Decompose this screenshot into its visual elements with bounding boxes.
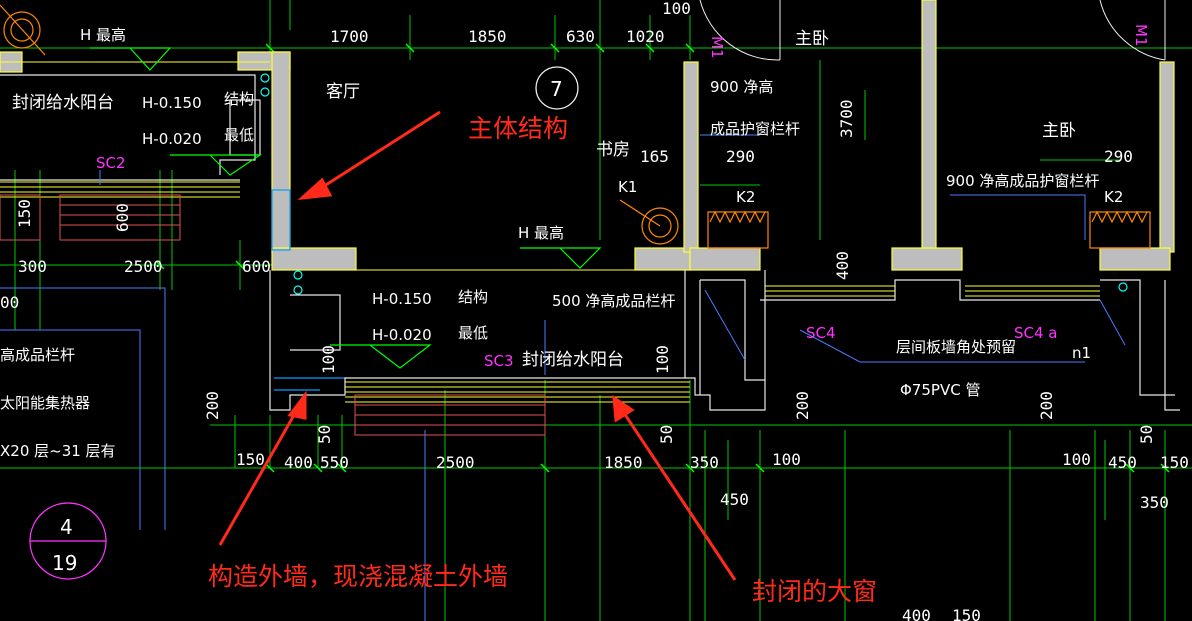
leader-lines: [0, 134, 1126, 621]
room-study: 书房: [596, 140, 630, 160]
annotation-construction-wall: 构造外墙，现浇混凝土外墙: [208, 562, 508, 591]
grid-bubbles: [29, 66, 579, 580]
dim-290-b: 290: [1104, 147, 1133, 166]
label-sc3: SC3: [484, 352, 514, 370]
label-rail-900-a: 900 净高: [710, 78, 773, 96]
k2-devices: [0, 4, 1151, 249]
walls: [0, 0, 1175, 271]
label-struct-b1: 结构: [458, 288, 488, 306]
label-rail-900-a2: 成品护窗栏杆: [710, 120, 800, 138]
label-struct-a1: 结构: [224, 90, 254, 108]
dim-mid-600: 600: [242, 257, 271, 276]
detail-bottom: 19: [52, 551, 77, 575]
label-sc2: SC2: [96, 154, 126, 172]
label-sc4: SC4: [806, 324, 836, 342]
grid-bubble-7: 7: [550, 77, 563, 101]
label-n1: n1: [1072, 344, 1091, 362]
label-h-0150-b: H-0.150: [372, 290, 432, 308]
label-h-0150-a: H-0.150: [142, 94, 202, 112]
label-balcony-center: 封闭给水阳台: [522, 350, 624, 370]
label-rail-500: 500 净高成品栏杆: [552, 292, 675, 310]
dim-bottom-350: 350: [690, 453, 719, 472]
red-arrows: [218, 110, 737, 581]
label-h-0020-a: H-0.020: [142, 130, 202, 148]
dim-bottom-550: 550: [320, 453, 349, 472]
label-pvc: Φ75PVC 管: [900, 381, 980, 399]
label-m1-a: M1: [708, 36, 726, 59]
label-sc4a: SC4 a: [1014, 324, 1058, 342]
dim-100-a: 100: [653, 345, 672, 374]
label-h-max-2: H 最高: [518, 224, 564, 242]
room-living: 客厅: [326, 82, 360, 102]
dim-200-b: 200: [793, 391, 812, 420]
room-master-1: 主卧: [795, 29, 829, 49]
detail-top: 4: [60, 515, 73, 539]
dim-mid-300: 300: [18, 257, 47, 276]
label-railing-left: 高成品栏杆: [0, 346, 75, 364]
label-struct-b2: 最低: [458, 324, 488, 342]
dim-left-600: 600: [113, 203, 132, 232]
label-rail-900-b: 900 净高成品护窗栏杆: [946, 172, 1099, 190]
annotation-main-structure: 主体结构: [468, 114, 568, 143]
dim-bottom-100-b: 100: [1062, 450, 1091, 469]
label-struct-a2: 最低: [224, 126, 254, 144]
level-markers: [90, 47, 602, 369]
dim-200-a: 200: [203, 391, 222, 420]
dim-mid-2500: 2500: [124, 257, 163, 276]
dim-edge-150: 150: [952, 606, 981, 621]
dim-bottom-150-b: 150: [1160, 453, 1189, 472]
label-solar: 太阳能集热器: [0, 394, 90, 412]
label-balcony-top-left: 封闭给水阳台: [12, 93, 114, 113]
dim-bottom-2500: 2500: [436, 453, 475, 472]
label-h-max-1: H 最高: [80, 26, 126, 44]
label-m1-b: M1: [1132, 24, 1150, 47]
label-slab-corner: 层间板墙角处预留: [896, 338, 1016, 356]
dim-450: 450: [720, 490, 749, 509]
dim-3700: 3700: [837, 99, 856, 138]
dim-bottom-1850: 1850: [604, 453, 643, 472]
dim-bottom-100-a: 100: [772, 450, 801, 469]
dim-top-1020: 1020: [626, 27, 665, 46]
dim-290-a: 290: [726, 147, 755, 166]
dim-350: 350: [1140, 493, 1169, 512]
solar-collectors: [0, 194, 546, 436]
label-k2-b: K2: [1104, 188, 1123, 206]
label-k2-a: K2: [736, 188, 755, 206]
dim-top-630: 630: [566, 27, 595, 46]
dim-50-c: 50: [1137, 425, 1156, 444]
window-lines: [0, 61, 1100, 403]
door-arcs: [699, 0, 1166, 61]
dim-200-c: 200: [1037, 391, 1056, 420]
label-floors: X20 层~31 层有: [0, 442, 116, 460]
dim-165: 165: [640, 147, 669, 166]
dim-top-1850: 1850: [468, 27, 507, 46]
dim-edge-400: 400: [902, 606, 931, 621]
dim-400: 400: [833, 251, 852, 280]
room-master-2: 主卧: [1042, 121, 1076, 141]
dim-bottom-400: 400: [284, 453, 313, 472]
dim-top-1700: 1700: [330, 27, 369, 46]
dimension-ticks: [155, 43, 1170, 473]
dim-00: 00: [0, 293, 19, 312]
dim-100-left: 100: [319, 345, 338, 374]
dim-50-a: 50: [315, 425, 334, 444]
pipes: [260, 73, 1128, 391]
dim-left-150: 150: [15, 199, 34, 228]
label-h-0020-b: H-0.020: [372, 326, 432, 344]
label-k1: K1: [618, 178, 637, 196]
dim-50-b: 50: [657, 425, 676, 444]
dim-bottom-150: 150: [236, 450, 265, 469]
annotation-closed-window: 封闭的大窗: [752, 577, 877, 606]
dim-top-100: 100: [662, 0, 691, 18]
dim-bottom-450: 450: [1108, 453, 1137, 472]
